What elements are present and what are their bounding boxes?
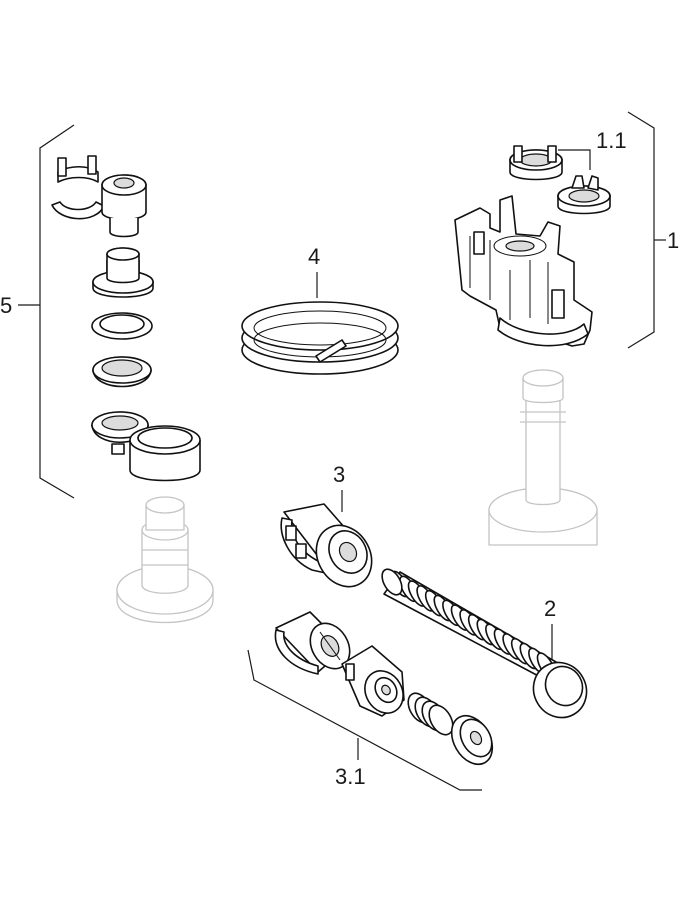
part-3-1-cap bbox=[450, 714, 494, 766]
part-5-cap bbox=[101, 174, 147, 238]
label-2: 2 bbox=[544, 596, 556, 621]
part-5-collar bbox=[129, 425, 201, 482]
label-5: 5 bbox=[0, 293, 12, 318]
bracket-5 bbox=[18, 124, 75, 499]
label-1-1: 1.1 bbox=[596, 128, 627, 153]
part-4-hose-coil bbox=[241, 301, 399, 375]
ghost-column-right bbox=[488, 369, 598, 546]
part-3-1-sleeve bbox=[274, 611, 351, 675]
label-3: 3 bbox=[333, 462, 345, 487]
label-4: 4 bbox=[308, 244, 320, 269]
part-3-1-housing bbox=[341, 645, 405, 717]
bracket-1 bbox=[627, 111, 666, 349]
part-5-sleeve bbox=[92, 247, 154, 298]
part-2-tube bbox=[381, 568, 588, 719]
part-1-housing bbox=[454, 195, 593, 347]
ghost-base-left bbox=[116, 496, 214, 624]
part-5-cup bbox=[92, 356, 152, 388]
part-5-ring-open bbox=[51, 201, 105, 220]
bracket-3-1 bbox=[247, 649, 482, 791]
label-3-1: 3.1 bbox=[335, 764, 366, 789]
part-3-1-spring bbox=[407, 692, 454, 736]
part-5-ring bbox=[91, 312, 153, 340]
leader-1-1 bbox=[558, 149, 591, 170]
part-1-1-clip-a bbox=[509, 145, 563, 181]
label-1: 1 bbox=[667, 228, 679, 253]
part-1-1-clip-b bbox=[557, 175, 611, 215]
part-5-clip bbox=[57, 155, 99, 183]
part-3-actuator bbox=[280, 503, 373, 588]
